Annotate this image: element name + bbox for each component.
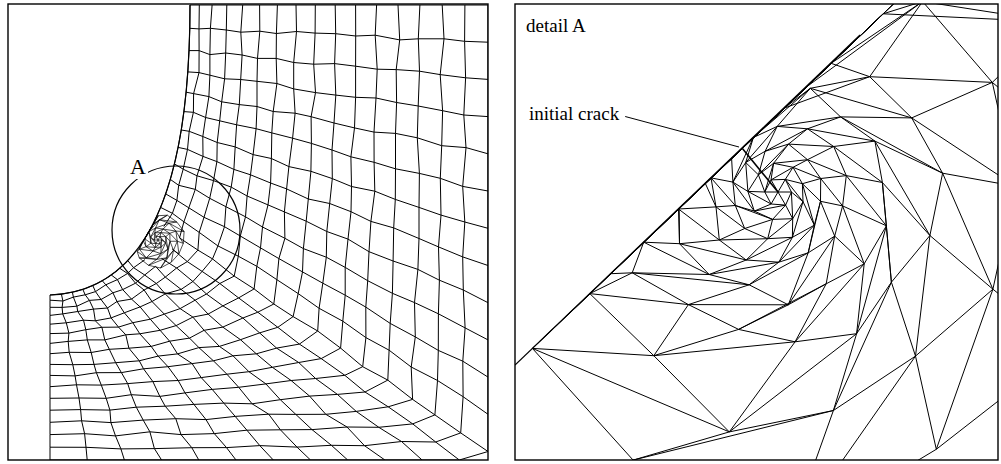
left-mesh <box>50 5 488 460</box>
crack-line <box>742 148 778 192</box>
detail-callout: A <box>128 155 148 179</box>
detail-circle <box>112 166 240 294</box>
leader-line <box>625 117 739 148</box>
right-mesh <box>515 4 998 460</box>
crack-label: initial crack <box>527 104 621 125</box>
panel-frame <box>515 4 998 460</box>
panel-frame <box>8 4 488 460</box>
panel-title: detail A <box>524 16 588 37</box>
